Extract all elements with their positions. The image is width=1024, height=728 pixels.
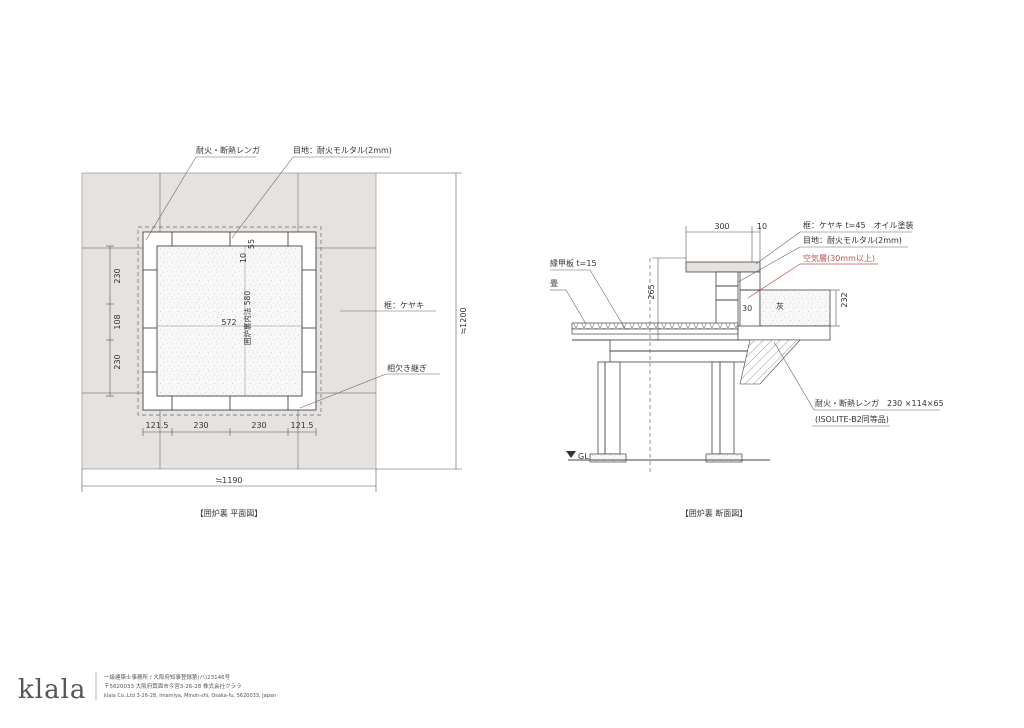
dim-top-10: 10 [239, 253, 248, 263]
dim-top-55: 55 [247, 239, 256, 249]
dim-bottom-230-b: 230 [251, 421, 266, 430]
section-label-isolite: (ISOLITE-B2同等品) [815, 414, 889, 424]
section-board [571, 328, 739, 335]
section-label-gl: GL [578, 452, 589, 461]
dim-left-230-bot: 230 [113, 354, 122, 369]
dim-section-300: 300 [714, 222, 729, 231]
dim-left-230-top: 230 [113, 268, 122, 283]
dim-section-30: 30 [742, 304, 752, 313]
section-label-brick: 耐火・断熱レンガ 230 ×114×65 [815, 398, 944, 408]
dim-left-108: 108 [113, 314, 122, 329]
dim-overall-width: ≒1190 [215, 476, 242, 485]
section-frame [685, 261, 761, 273]
dim-bottom-121-right: 121.5 [291, 421, 314, 430]
plan-label-brick: 耐火・断熱レンガ [196, 145, 260, 155]
dim-bottom-230-a: 230 [193, 421, 208, 430]
plan-view: 230 108 230 121.5 230 230 121.5 ≒1190 ≒1… [81, 145, 468, 518]
dim-overall-height: ≒1200 [459, 307, 468, 334]
section-ash [759, 289, 831, 327]
dim-inner-580: 囲炉裏内法 580 [242, 291, 252, 345]
footer-line-2: 〒5620033 大阪府箕面市今宮3-26-28 株式会社クララ [104, 682, 241, 690]
footer-line-1: 一級建築士事務所 / 大阪府知事登録第(ハ)23146号 [104, 673, 231, 681]
plan-label-joint-notch: 相欠き継ぎ [387, 363, 427, 373]
plan-label-frame: 框：ケヤキ [384, 300, 424, 310]
section-label-air: 空気層(30mm以上) [803, 253, 875, 263]
section-caption: 【囲炉裏 断面図】 [681, 508, 748, 518]
gl-marker-icon [566, 451, 576, 458]
dim-section-10: 10 [757, 222, 767, 231]
section-view: 300 10 30 灰 232 [550, 220, 944, 518]
section-tatami [571, 322, 739, 330]
plan-label-joint: 目地：耐火モルタル(2mm) [293, 145, 392, 155]
dim-bottom-121-left: 121.5 [146, 421, 169, 430]
section-label-tatami: 畳 [550, 279, 558, 288]
klala-logo: klala [18, 675, 86, 705]
dim-section-265: 265 [647, 284, 656, 299]
section-label-frame: 框：ケヤキ t=45 オイル塗装 [803, 220, 914, 230]
hearth-floor [156, 245, 303, 397]
plan-caption: 【囲炉裏 平面図】 [196, 508, 263, 518]
footer: klala 一級建築士事務所 / 大阪府知事登録第(ハ)23146号 〒5620… [18, 672, 276, 705]
section-label-joint: 目地：耐火モルタル(2mm) [803, 235, 902, 245]
section-label-ash: 灰 [776, 301, 784, 311]
dim-inner-572: 572 [221, 318, 236, 327]
dim-section-232: 232 [840, 292, 849, 307]
section-label-board: 縁甲板 t=15 [550, 258, 597, 268]
footer-line-3: klala Co.,Ltd 3-26-28, Imamiya, Minoh-sh… [104, 693, 276, 699]
